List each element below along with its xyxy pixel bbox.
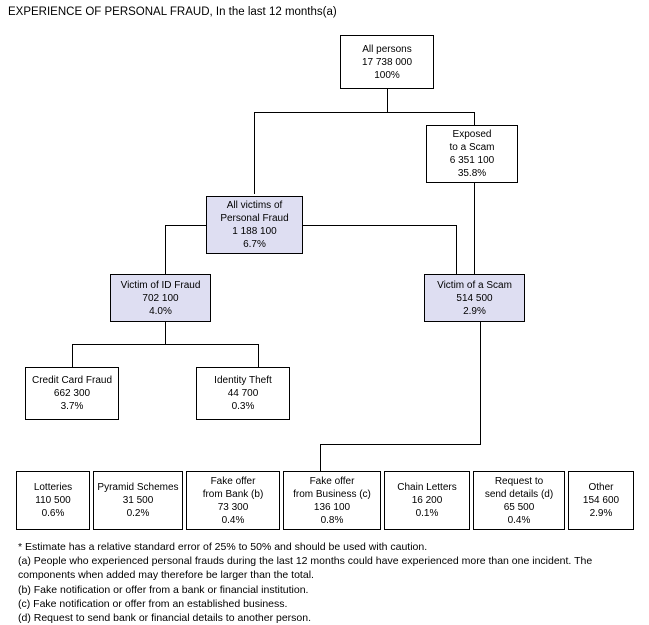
node-exposed-to-scam-label-2: to a Scam <box>449 142 495 153</box>
node-chain-letters[interactable]: Chain Letters 16 200 0.1% <box>384 471 470 530</box>
node-exposed-to-scam[interactable]: Exposed to a Scam 6 351 100 35.8% <box>426 125 518 183</box>
connector-into-scam-types <box>320 444 321 471</box>
node-other-count: 154 600 <box>582 495 620 506</box>
node-lotteries-percent: 0.6% <box>41 508 65 519</box>
connector-all-persons-down <box>387 88 388 113</box>
node-victim-of-a-scam-percent: 2.9% <box>463 305 486 317</box>
node-victim-of-id-fraud-count: 702 100 <box>142 292 179 304</box>
node-all-victims-count: 1 188 100 <box>232 226 277 237</box>
node-all-victims-personal-fraud[interactable]: All victims of Personal Fraud 1 188 100 … <box>206 196 303 254</box>
node-fake-offer-from-bank-count: 73 300 <box>217 501 249 513</box>
connector-down-to-id-fraud <box>165 225 166 274</box>
node-credit-card-fraud-percent: 3.7% <box>60 401 84 412</box>
connector-to-credit-card <box>72 344 73 367</box>
node-pyramid-schemes-label-1: Pyramid Schemes <box>97 482 179 493</box>
page-title: EXPERIENCE OF PERSONAL FRAUD, In the las… <box>8 6 337 18</box>
node-credit-card-fraud-count: 662 300 <box>53 388 91 399</box>
node-other[interactable]: Other 154 600 2.9% <box>568 471 634 530</box>
node-request-to-send-details-label-2: send details (d) <box>484 488 554 500</box>
footnote-a: (a) People who experienced personal frau… <box>18 555 593 582</box>
node-identity-theft-percent: 0.3% <box>231 401 255 412</box>
footnote-d: (d) Request to send bank or financial de… <box>18 612 312 625</box>
node-all-victims-percent: 6.7% <box>243 239 266 250</box>
node-chain-letters-label-1: Chain Letters <box>397 482 457 493</box>
footnote-estimate: * Estimate has a relative standard error… <box>18 541 428 553</box>
connector-victim-scam-down <box>480 322 481 445</box>
node-request-to-send-details-count: 65 500 <box>503 501 535 513</box>
node-fake-offer-from-bank-label-2: from Bank (b) <box>202 488 264 500</box>
node-victim-of-a-scam[interactable]: Victim of a Scam 514 500 2.9% <box>424 274 525 322</box>
node-pyramid-schemes-percent: 0.2% <box>126 508 150 519</box>
node-credit-card-fraud-label-1: Credit Card Fraud <box>31 375 113 386</box>
node-fake-offer-from-business-count: 136 100 <box>313 501 351 513</box>
node-fake-offer-from-bank-label-1: Fake offer <box>210 475 256 487</box>
connector-to-identity-theft <box>258 344 259 367</box>
node-exposed-to-scam-percent: 35.8% <box>457 168 487 179</box>
connector-level1-bus <box>254 112 475 113</box>
connector-exposed-to-victim-scam <box>474 182 475 274</box>
node-all-victims-label-2: Personal Fraud <box>220 213 289 224</box>
node-fake-offer-from-bank-percent: 0.4% <box>221 514 245 526</box>
node-chain-letters-count: 16 200 <box>411 495 443 506</box>
node-request-to-send-details[interactable]: Request to send details (d) 65 500 0.4% <box>473 471 565 530</box>
node-chain-letters-percent: 0.1% <box>415 508 439 519</box>
node-all-victims-label-1: All victims of <box>226 200 283 211</box>
node-identity-theft[interactable]: Identity Theft 44 700 0.3% <box>196 367 290 420</box>
connector-all-victims-left-arm <box>165 225 206 226</box>
connector-to-all-victims <box>254 112 255 194</box>
node-other-label-1: Other <box>588 482 614 493</box>
footnote-c: (c) Fake notification or offer from an e… <box>18 597 288 610</box>
node-all-persons[interactable]: All persons 17 738 000 100% <box>340 35 434 89</box>
node-lotteries-count: 110 500 <box>35 495 71 506</box>
node-fake-offer-from-business-percent: 0.8% <box>320 514 344 526</box>
connector-id-fraud-down <box>165 322 166 344</box>
node-fake-offer-from-business[interactable]: Fake offer from Business (c) 136 100 0.8… <box>283 471 381 530</box>
node-request-to-send-details-percent: 0.4% <box>507 514 531 526</box>
node-credit-card-fraud[interactable]: Credit Card Fraud 662 300 3.7% <box>25 367 119 420</box>
connector-down-to-victim-scam <box>456 225 457 274</box>
connector-all-victims-right-arm <box>303 225 456 226</box>
node-victim-of-id-fraud-label-1: Victim of ID Fraud <box>120 279 201 291</box>
connector-id-fraud-bus <box>72 344 259 345</box>
node-exposed-to-scam-count: 6 351 100 <box>449 155 495 166</box>
node-fake-offer-from-business-label-2: from Business (c) <box>293 488 371 500</box>
node-victim-of-a-scam-count: 514 500 <box>456 292 493 304</box>
node-pyramid-schemes[interactable]: Pyramid Schemes 31 500 0.2% <box>93 471 183 530</box>
node-fake-offer-from-business-label-1: Fake offer <box>309 475 355 487</box>
node-all-persons-percent: 100% <box>374 69 400 81</box>
node-identity-theft-label-1: Identity Theft <box>214 375 272 386</box>
node-all-persons-label-1: All persons <box>362 43 412 55</box>
node-lotteries-label-1: Lotteries <box>33 482 73 493</box>
node-fake-offer-from-bank[interactable]: Fake offer from Bank (b) 73 300 0.4% <box>186 471 280 530</box>
connector-to-exposed-scam <box>474 112 475 125</box>
footnotes: * Estimate has a relative standard error… <box>18 540 630 625</box>
node-other-percent: 2.9% <box>589 508 613 519</box>
node-pyramid-schemes-count: 31 500 <box>122 495 154 506</box>
node-request-to-send-details-label-1: Request to <box>494 475 544 487</box>
node-all-persons-count: 17 738 000 <box>361 56 413 68</box>
node-victim-of-id-fraud-percent: 4.0% <box>149 305 172 317</box>
node-victim-of-id-fraud[interactable]: Victim of ID Fraud 702 100 4.0% <box>110 274 211 322</box>
footnote-b: (b) Fake notification or offer from a ba… <box>18 583 309 596</box>
node-exposed-to-scam-label-1: Exposed <box>452 129 492 140</box>
node-victim-of-a-scam-label-1: Victim of a Scam <box>437 279 512 291</box>
node-identity-theft-count: 44 700 <box>227 388 259 399</box>
node-lotteries[interactable]: Lotteries 110 500 0.6% <box>16 471 90 530</box>
connector-scam-types-bus <box>320 444 481 445</box>
